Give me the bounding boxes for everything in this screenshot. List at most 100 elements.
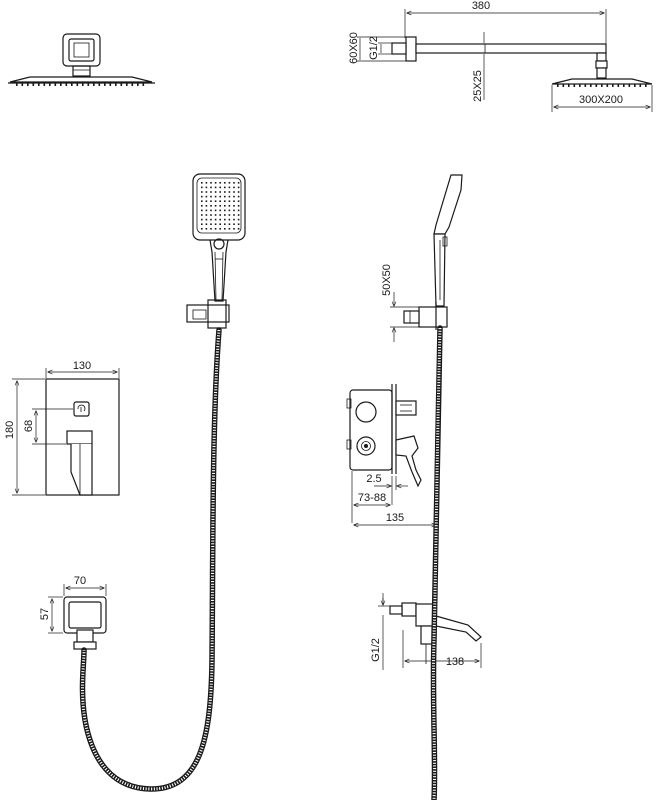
nozzle [233,228,235,230]
nozzle [87,83,90,86]
nozzle [214,205,217,207]
nozzle [233,191,235,193]
nozzle [634,84,636,87]
nozzle [219,195,221,198]
nozzle [93,83,95,86]
nozzle [131,83,134,86]
nozzle [214,195,217,198]
nozzle [201,200,203,202]
nozzle [219,205,221,207]
nozzle [228,182,231,184]
nozzle [210,228,212,230]
nozzle [224,186,226,189]
nozzle [228,223,231,225]
nozzle [214,223,217,225]
dim-handle-height: 68 [23,420,35,432]
nozzle [228,214,231,216]
nozzle [228,218,231,221]
nozzle [98,83,101,86]
nozzle [205,218,208,221]
hand-shower-nozzles [201,182,240,230]
nozzle [210,218,212,221]
nozzle [228,186,231,189]
shower-hose-right [430,325,443,800]
nozzle [49,83,51,86]
nozzle [214,200,217,202]
nozzle [214,186,217,189]
nozzle [233,186,235,189]
nozzle [584,84,587,87]
nozzle [606,84,609,87]
nozzle [126,83,128,86]
hand-shower-side-view: 50X50 [381,174,463,342]
nozzle [214,209,217,212]
nozzle [237,186,240,189]
nozzle [210,209,212,212]
nozzle [224,223,226,225]
dim-valve-total: 135 [386,512,404,524]
nozzle [27,83,29,86]
nozzle [590,84,592,87]
nozzle [224,195,226,198]
nozzle [579,84,581,87]
nozzle [573,84,576,87]
nozzle [224,214,226,216]
nozzle [201,195,203,198]
nozzle [205,200,208,202]
dim-arm-thread: G1/2 [368,36,380,60]
nozzle [568,84,570,87]
nozzle [237,195,240,198]
nozzle [233,209,235,212]
nozzle [205,182,208,184]
nozzle [210,186,212,189]
dim-valve-range: 73-88 [358,492,386,504]
nozzle [205,186,208,189]
nozzle [219,209,221,212]
dim-arm-length: 380 [472,0,490,12]
nozzle [109,83,112,86]
nozzle [219,200,221,202]
nozzle [645,84,647,87]
nozzle [104,83,106,86]
nozzle [214,218,217,221]
nozzle [219,186,221,189]
nozzle [214,182,217,184]
nozzle [137,83,139,86]
nozzle [224,205,226,207]
nozzle [201,209,203,212]
nozzle [205,214,208,216]
dim-holder-size: 50X50 [381,264,393,296]
nozzle [210,200,212,202]
nozzle [32,83,35,86]
nozzle [71,83,73,86]
nozzle [233,218,235,221]
dim-valve-depth: 2.5 [366,473,381,485]
nozzle [210,191,212,193]
nozzle [628,84,631,87]
hose-outlet-front-view: 70 57 [39,575,107,650]
nozzle [16,83,18,86]
valve-plate-front-view: 130 180 68 [4,360,120,496]
nozzle [237,209,240,212]
nozzle [205,191,208,193]
nozzle [237,205,240,207]
nozzle [557,84,559,87]
nozzle [38,83,40,86]
nozzle [210,214,212,216]
nozzle [224,182,226,184]
nozzle [224,218,226,221]
nozzle [237,223,240,225]
nozzle [201,182,203,184]
nozzle [115,83,117,86]
nozzle [201,214,203,216]
nozzle [562,84,565,87]
nozzle [237,214,240,216]
dim-plate-height: 180 [4,421,16,439]
nozzle [219,191,221,193]
nozzle [224,228,226,230]
nozzle [214,228,217,230]
nozzle [639,84,642,87]
rain-head-nozzles [16,83,145,86]
nozzle [201,223,203,225]
